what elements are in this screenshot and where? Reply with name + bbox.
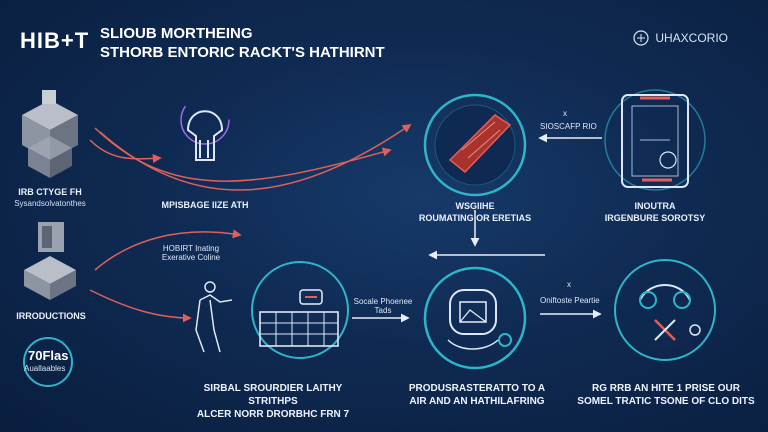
arrow-label-row2a-line-2: Tads [374, 306, 392, 315]
bottom-caption-2-line-2: AIR AND AN HATHILAFRING [409, 396, 545, 407]
bottom-caption-3: RG RRB AN HITE 1 PRISE OUR SOMEL TRATIC … [576, 382, 756, 408]
tablet-device-icon [604, 89, 706, 191]
keyboard-workstation-icon [251, 261, 349, 359]
callout-line-2: Exerative Coline [161, 253, 221, 262]
arrow-label-row2a-line-1: Socale Phoenee [353, 297, 413, 306]
title-line-1: SLIOUB MORTHEING [100, 25, 253, 42]
node-document-label-line-1: WSGIIHE [455, 201, 495, 211]
brand-emblem-icon [633, 30, 649, 46]
server-block-icon [22, 90, 78, 178]
arrow-label-row1: SIOSCAFP RIO [540, 122, 597, 131]
arrow-label-row2a: Socale Phoenee Tads [352, 297, 414, 315]
left-top-label: IRB CTYGE FH [18, 187, 82, 197]
brand-name: UHAXCORIO [655, 31, 728, 45]
storage-block-icon [24, 222, 76, 300]
head-profile-icon [180, 95, 230, 161]
node-head-label: MPISBAGE IIZE ATH [161, 200, 249, 210]
callout-label: HOBIRT Inating Exerative Coline [146, 244, 236, 262]
arrow-label-row2b: Oniftoste Peartie [540, 296, 600, 305]
node-tablet-label-line-2: IRGENBURE SOROTSY [604, 213, 706, 223]
left-middle-label: IRRODUCTIONS [16, 311, 86, 321]
bottom-caption-2: PRODUSRASTERATTO TO A AIR AND AN HATHILA… [392, 382, 562, 408]
node-document-label: WSGIIHE ROUMATING OR ERETIAS [400, 200, 550, 224]
stat-badge-ring [23, 337, 73, 387]
app-logo: HIB+T [20, 28, 90, 53]
title-line-2: STHORB ENTORIC RACKT'S HATHIRNT [100, 44, 385, 61]
media-hand-icon [423, 266, 527, 370]
left-top-sublabel: Sysandsolvatonthes [14, 199, 86, 208]
brand-mark: UHAXCORIO [633, 30, 728, 46]
callout-line-1: HOBIRT Inating [162, 244, 220, 253]
bottom-caption-3-line-1: RG RRB AN HITE 1 PRISE OUR [592, 383, 740, 394]
node-tablet-label: INOUTRA IRGENBURE SOROTSY [595, 200, 715, 224]
arrow-mark-row2: x [567, 280, 571, 289]
bottom-caption-3-line-2: SOMEL TRATIC TSONE OF CLO DITS [577, 396, 755, 407]
stat-badge-number: 70Flas [28, 348, 69, 363]
node-tablet-label-line-1: INOUTRA [634, 201, 676, 211]
page-title: SLIOUB MORTHEING STHORB ENTORIC RACKT'S … [100, 24, 385, 62]
bottom-caption-1-line-2: ALCER NORR DRORBHC FRN 7 [196, 409, 350, 420]
stat-badge-sublabel: Auallaables [24, 364, 66, 373]
bottom-caption-2-line-1: PRODUSRASTERATTO TO A [408, 383, 546, 394]
bottom-caption-1-line-1: SIRBAL SROURDIER LAITHY STRITHPS [203, 383, 343, 407]
bottom-caption-1: SIRBAL SROURDIER LAITHY STRITHPS ALCER N… [178, 382, 368, 421]
node-document-label-line-2: ROUMATING OR ERETIAS [418, 213, 532, 223]
tools-gear-icon [614, 259, 716, 361]
arrow-mark-row1: x [563, 109, 567, 118]
document-processing-icon [423, 93, 527, 197]
person-figure-icon [195, 281, 233, 353]
